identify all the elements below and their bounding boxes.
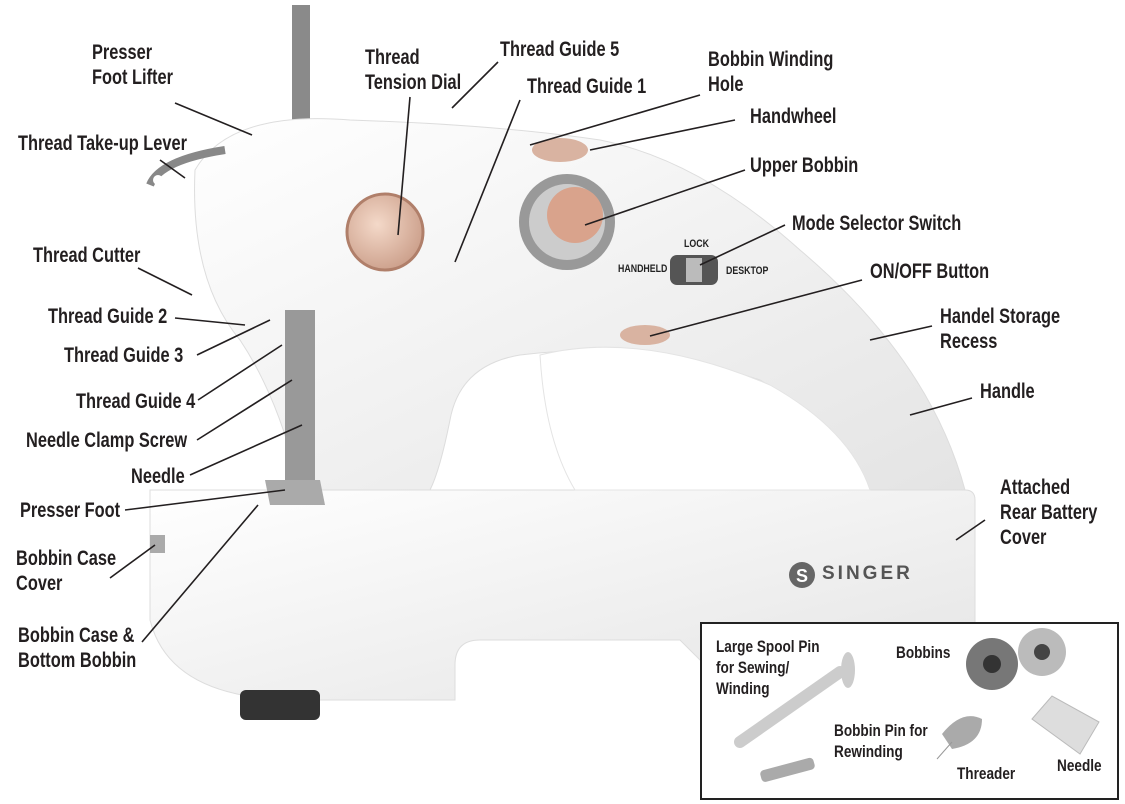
label-upper-bobbin: Upper Bobbin (750, 154, 859, 177)
label-needle: Needle (131, 465, 185, 488)
label-thread-guide-4: Thread Guide 4 (76, 390, 196, 413)
switch-lock-label: LOCK (684, 238, 709, 250)
label-needle-clamp-screw: Needle Clamp Screw (26, 429, 188, 452)
label-handle-storage-recess: Handel Storage Recess (940, 305, 1061, 353)
label-thread-cutter: Thread Cutter (33, 244, 141, 267)
label-thread-takeup-lever: Thread Take-up Lever (18, 132, 188, 155)
label-thread-guide-5: Thread Guide 5 (500, 38, 620, 61)
accessory-large-spool-pin: Large Spool Pin for Sewing/ Winding (716, 637, 820, 698)
label-thread-guide-1: Thread Guide 1 (527, 75, 647, 98)
tension-dial (345, 192, 425, 272)
leader-lines (109, 61, 986, 643)
label-presser-foot-lifter: Presser Foot Lifter (92, 41, 173, 89)
label-mode-selector-switch: Mode Selector Switch (792, 212, 962, 235)
switch-desktop-label: DESKTOP (726, 265, 769, 277)
singer-logo-icon (789, 562, 815, 588)
svg-text:S: S (796, 566, 808, 586)
switch-handheld-label: HANDHELD (618, 263, 668, 275)
spool-pin (292, 5, 310, 125)
accessory-bobbin-pin: Bobbin Pin for Rewinding (834, 721, 928, 761)
accessory-needle: Needle (1057, 756, 1102, 775)
label-handle: Handle (980, 380, 1035, 403)
accessory-bobbins: Bobbins (896, 643, 951, 662)
accessories-inset: Large Spool Pin for Sewing/ Winding Bobb… (700, 622, 1119, 800)
label-bobbin-case-cover: Bobbin Case Cover (16, 547, 117, 595)
label-handwheel: Handwheel (750, 105, 837, 128)
accessories-illustration (734, 628, 1100, 782)
label-on-off-button: ON/OFF Button (870, 260, 990, 283)
label-thread-tension-dial: Thread Tension Dial (365, 46, 462, 94)
label-bobbin-case-bottom-bobbin: Bobbin Case & Bottom Bobbin (18, 624, 137, 672)
accessory-threader: Threader (957, 764, 1016, 783)
label-presser-foot: Presser Foot (20, 499, 121, 522)
label-rear-battery-cover: Attached Rear Battery Cover (1000, 476, 1098, 549)
label-thread-guide-2: Thread Guide 2 (48, 305, 168, 328)
label-thread-guide-3: Thread Guide 3 (64, 344, 184, 367)
label-bobbin-winding-hole: Bobbin Winding Hole (708, 48, 834, 96)
brand-name: SINGER (822, 563, 913, 584)
